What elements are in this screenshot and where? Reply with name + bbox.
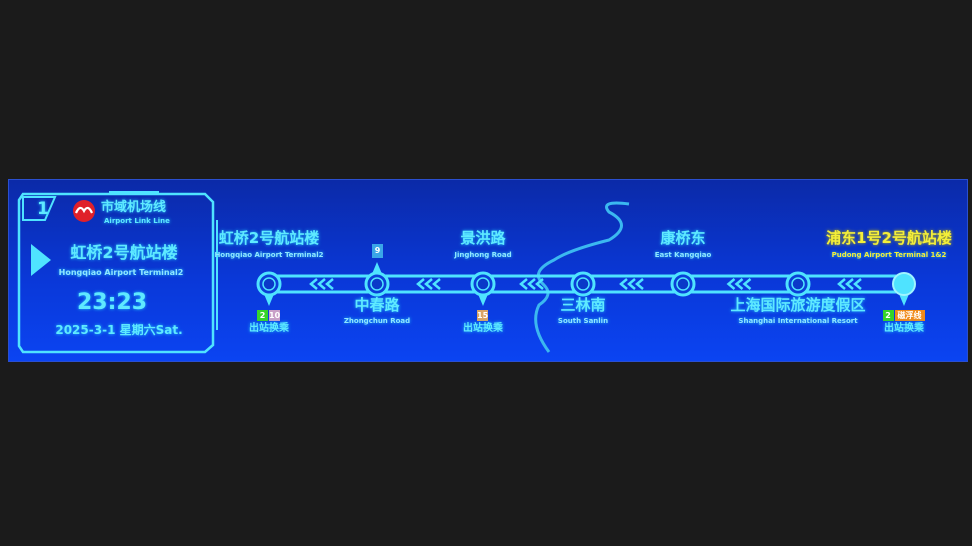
direction-chevron-icon (627, 278, 636, 290)
direction-chevron-icon (309, 278, 318, 290)
next-station-cn: 虹桥2号航站楼 (70, 243, 178, 262)
station-node-inner (370, 277, 384, 291)
direction-chevron-icon (424, 278, 433, 290)
line-name-cn: 市域机场线 (101, 200, 167, 215)
next-station-en: Hongqiao Airport Terminal2 (58, 268, 184, 277)
direction-chevron-icon (726, 278, 736, 290)
direction-arrow-icon (31, 244, 51, 276)
station-node-inner (791, 277, 805, 291)
direction-chevron-icon (416, 278, 425, 290)
station-name-en: Pudong Airport Terminal 1&2 (831, 251, 947, 259)
station-name-cn: 三林南 (560, 296, 606, 314)
direction-chevron-icon (734, 278, 744, 290)
station-name-en: Hongqiao Airport Terminal2 (214, 251, 324, 259)
direction-chevron-icon (853, 278, 862, 290)
direction-chevron-icon (317, 278, 326, 290)
terminus-station-node (892, 272, 916, 296)
transfer-label: 出站换乘 (884, 323, 924, 334)
direction-chevron-icon (325, 278, 334, 290)
station-name-cn: 景洪路 (460, 229, 506, 247)
route-graphics (17, 191, 916, 354)
station-node-inner (576, 277, 590, 291)
transfer-line-badge: 9 (372, 244, 383, 258)
transfer-line-badge: 2 (882, 310, 894, 321)
transfer-line-badge: 10 (269, 310, 281, 321)
direction-chevron-icon (837, 278, 846, 290)
line-number: 1 (37, 199, 49, 219)
station-name-cn: 虹桥2号航站楼 (218, 229, 320, 247)
transfer-pointer (372, 262, 382, 274)
transfer-line-badge: 15 (477, 310, 489, 321)
direction-chevron-icon (845, 278, 854, 290)
station-name-cn: 浦东1号2号航站楼 (826, 229, 952, 247)
metro-logo-mark (74, 206, 94, 214)
station-name-en: South Sanlin (557, 317, 609, 325)
direction-chevron-icon (742, 278, 752, 290)
river (534, 201, 630, 353)
line-number-tab (22, 196, 57, 221)
direction-chevron-icon (519, 278, 528, 290)
station-node-inner (262, 277, 276, 291)
station-name-cn: 上海国际旅游度假区 (730, 296, 866, 314)
track-group (256, 262, 916, 306)
station-name-en: Jinghong Road (454, 251, 512, 259)
transfer-label: 出站换乘 (463, 323, 503, 334)
station-name-en: East Kangqiao (654, 251, 712, 259)
clock-time: 23:23 (76, 290, 148, 315)
transfer-label: 出站换乘 (249, 323, 289, 334)
transfer-pointer (478, 294, 488, 306)
direction-chevron-icon (619, 278, 628, 290)
pids-display: 1 市域机场线 Airport Link Line 虹桥2号航站楼 Hongqi… (8, 179, 968, 362)
direction-chevron-icon (432, 278, 441, 290)
info-frame (17, 192, 215, 354)
transfer-line-badge: 磁浮线 (894, 310, 925, 321)
station-name-en: Shanghai International Resort (738, 317, 858, 325)
transfer-pointer (264, 294, 274, 306)
transfer-pointer (899, 294, 909, 306)
line-name-en: Airport Link Line (104, 217, 170, 225)
station-node-inner (676, 277, 690, 291)
date: 2025-3-1 星期六Sat. (55, 323, 183, 337)
station-name-cn: 中春路 (354, 296, 400, 314)
direction-chevron-icon (527, 278, 536, 290)
transfer-line-badge: 2 (257, 310, 268, 321)
direction-chevron-icon (535, 278, 544, 290)
station-node-inner (476, 277, 490, 291)
station-name-cn: 康桥东 (660, 229, 706, 247)
station-name-en: Zhongchun Road (343, 317, 411, 325)
direction-chevron-icon (635, 278, 644, 290)
